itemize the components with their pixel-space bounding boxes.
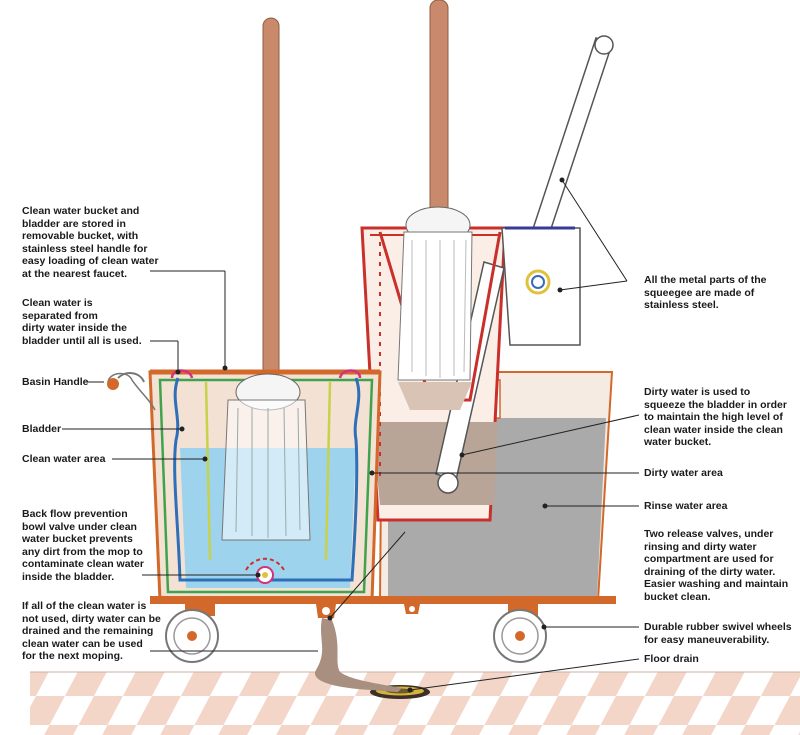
floor-tiles bbox=[30, 671, 800, 735]
label-basin-handle: Basin Handle bbox=[22, 376, 89, 388]
label-back-flow-valve: Back flow prevention bowl valve under cl… bbox=[22, 508, 144, 583]
label-clean-bucket-storage: Clean water bucket and bladder are store… bbox=[22, 205, 159, 280]
label-floor-drain: Floor drain bbox=[644, 653, 699, 665]
mop-handles bbox=[262, 0, 449, 384]
leader-dots bbox=[175, 177, 565, 693]
clean-mop-head bbox=[221, 373, 311, 541]
label-swivel-wheels: Durable rubber swivel wheels for easy ma… bbox=[644, 621, 792, 646]
leader-lines bbox=[62, 179, 640, 691]
label-dirty-water-squeeze: Dirty water is used to squeeze the bladd… bbox=[644, 386, 787, 448]
label-bladder: Bladder bbox=[22, 423, 62, 435]
mop-icon bbox=[397, 206, 473, 410]
label-metal-parts: All the metal parts of the squeegee are … bbox=[644, 274, 767, 311]
label-dirty-water-area: Dirty water area bbox=[644, 467, 723, 479]
drain-stream bbox=[314, 618, 402, 692]
label-release-valves: Two release valves, under rinsing and di… bbox=[644, 528, 789, 603]
chassis bbox=[150, 596, 616, 618]
label-rinse-water-area: Rinse water area bbox=[644, 500, 728, 512]
label-drain-remaining: If all of the clean water is not used, d… bbox=[22, 600, 161, 662]
label-clean-water-area: Clean water area bbox=[22, 453, 106, 465]
wheel-icon bbox=[493, 604, 547, 663]
label-clean-separated: Clean water is separated from dirty wate… bbox=[22, 297, 142, 347]
wheel-icon bbox=[165, 604, 219, 663]
